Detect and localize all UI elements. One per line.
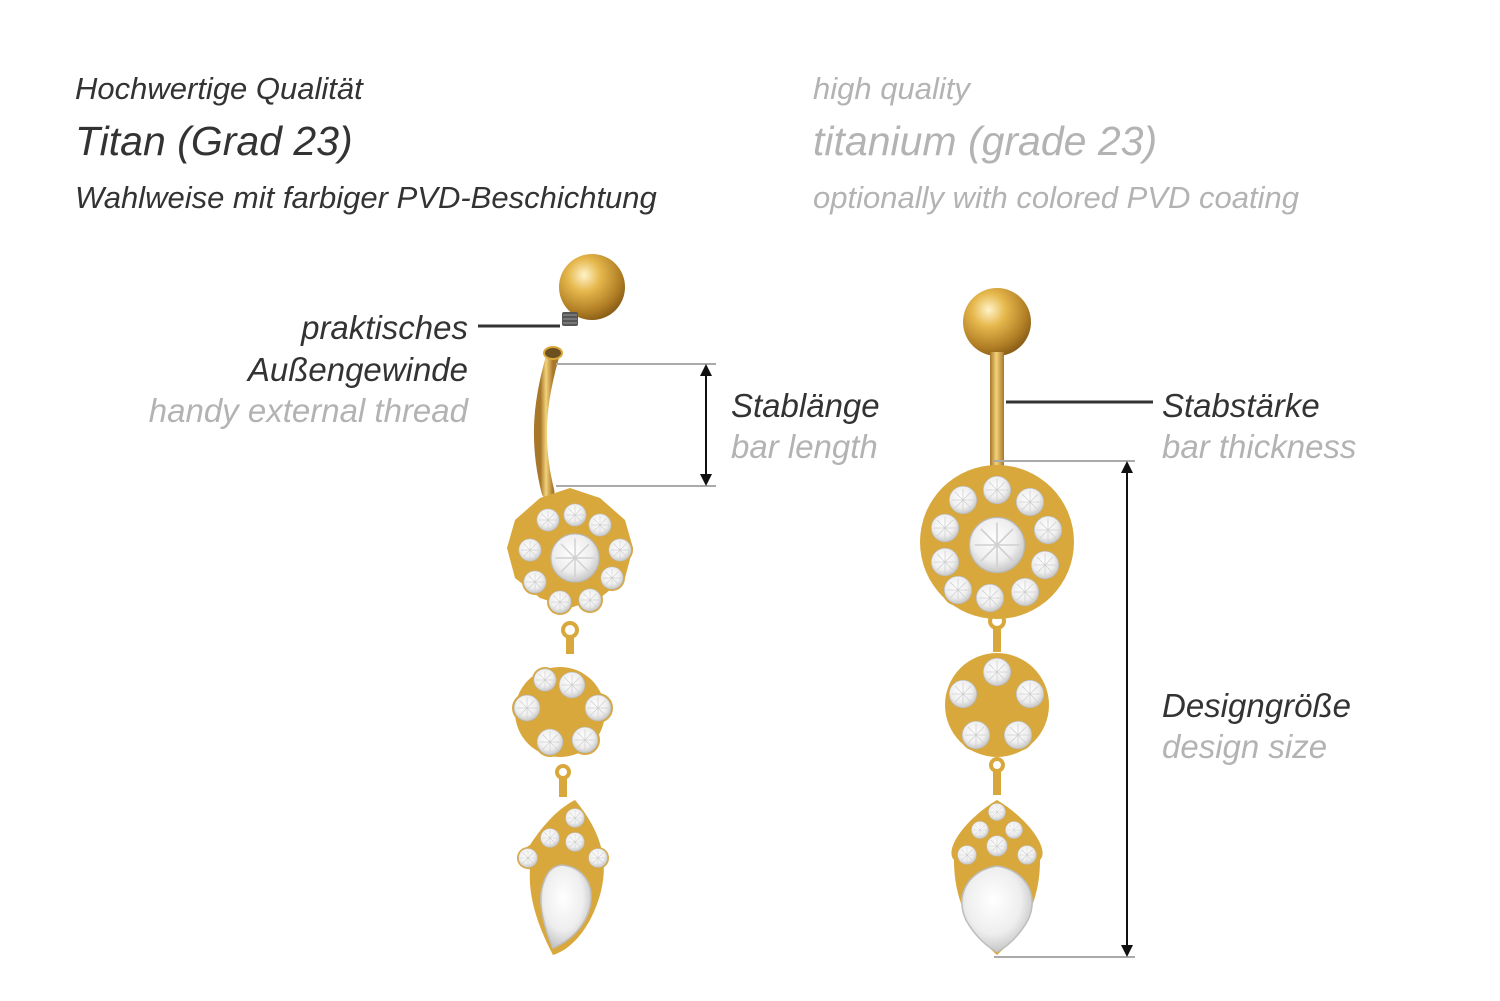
design-size-label-en: design size <box>1162 728 1328 765</box>
left-piece <box>507 254 634 955</box>
bar-length-label-de: Stablänge <box>731 387 880 424</box>
left-top-flower <box>507 488 634 616</box>
left-bottom-drop <box>516 800 610 955</box>
quality-en: high quality <box>813 71 970 106</box>
coating-en: optionally with colored PVD coating <box>813 180 1299 215</box>
left-bar <box>533 348 560 499</box>
bar-length-label-en: bar length <box>731 428 878 465</box>
thread-label-de-2: Außengewinde <box>247 351 468 388</box>
material-en: titanium (grade 23) <box>813 118 1158 164</box>
thread-label-de-1: praktisches <box>301 309 468 346</box>
right-middle-flower <box>945 653 1049 757</box>
right-ball <box>963 288 1031 356</box>
material-de: Titan (Grad 23) <box>75 118 353 164</box>
thread-label-en: handy external thread <box>148 392 468 429</box>
right-bottom-drop <box>951 800 1043 955</box>
right-top-flower <box>920 465 1074 619</box>
left-middle-flower <box>511 666 614 758</box>
right-piece <box>920 288 1074 955</box>
design-size-label-de: Designgröße <box>1162 687 1351 724</box>
design-size-dimension <box>994 460 1135 958</box>
bar-thickness-label-en: bar thickness <box>1162 428 1357 465</box>
bar-length-dimension <box>556 363 716 487</box>
left-ball <box>559 254 625 320</box>
bar-thickness-label-de: Stabstärke <box>1162 387 1320 424</box>
quality-de: Hochwertige Qualität <box>75 71 363 106</box>
right-bar <box>990 352 1004 467</box>
coating-de: Wahlweise mit farbiger PVD-Beschichtung <box>75 180 657 215</box>
